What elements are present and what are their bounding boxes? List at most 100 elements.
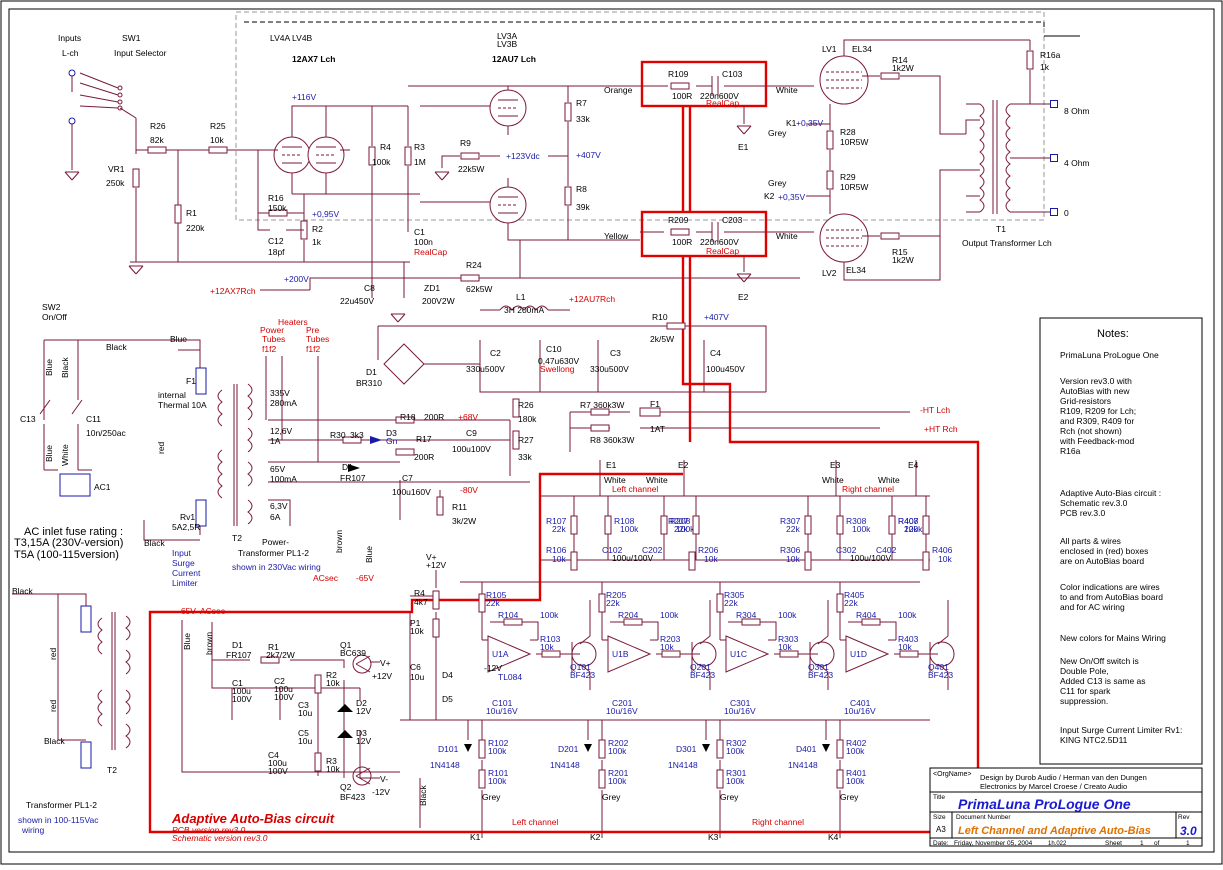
bias-rfb-label: R204 (618, 610, 639, 620)
bias-upper-r-value: 100k (852, 524, 871, 534)
black-wire-label-5: Black (44, 736, 66, 746)
r16a-value: 1k (1040, 62, 1050, 72)
transistor-outline (809, 641, 835, 667)
reg-c2-label: C2 (274, 676, 285, 686)
transistor-value: BF423 (690, 670, 715, 680)
tb-title: PrimaLuna ProLogue One (958, 796, 1131, 812)
resistor (836, 515, 844, 535)
r17-value: 200R (414, 452, 434, 462)
c302-value: 100u/100V (850, 553, 891, 563)
input-surge-label-1: Input (172, 548, 192, 558)
f1b-value-2: Thermal 10A (158, 400, 207, 410)
c4-value: 100u450V (706, 364, 745, 374)
v035-label-2: +0,35V (778, 192, 806, 202)
input-section (64, 69, 410, 275)
left-channel-label-top: Left channel (612, 484, 658, 494)
r10-value: 2k/5W (650, 334, 674, 344)
c103-realcap: RealCap (706, 98, 739, 108)
power-transformer (217, 356, 319, 526)
transistor-value: BF423 (808, 670, 833, 680)
bias-rout-label: R403 (898, 634, 919, 644)
r26-value: 82k (150, 135, 164, 145)
c7-label: C7 (402, 473, 413, 483)
rv1-label: Rv1 (180, 512, 195, 522)
r30-label: R30 (330, 430, 346, 440)
v200-label: +200V (284, 274, 309, 284)
resistor (861, 618, 881, 626)
bias-rb-label: R301 (726, 768, 747, 778)
output-4ohm: 4 Ohm (1064, 158, 1090, 168)
resistor (899, 650, 919, 658)
r3-label: R3 (414, 142, 425, 152)
r1-label: R1 (186, 208, 197, 218)
c402-label: C402 (876, 545, 897, 555)
reg-c2-value: 100u (274, 684, 293, 694)
reg-d2-value: 12V (356, 706, 371, 716)
r109-value: 100R (672, 91, 692, 101)
bias-rtop-label: R405 (844, 590, 865, 600)
tb-title-label: Title (933, 794, 945, 801)
sec4-current: 6A (270, 512, 281, 522)
notes-line: New On/Off switch is (1060, 656, 1139, 666)
r2-label: R2 (312, 224, 323, 234)
white-wire-label-2: White (776, 231, 798, 241)
c10-label: C10 (546, 344, 562, 354)
resistor (598, 769, 606, 789)
bias-upper-r-label: R408 (898, 516, 919, 526)
transistor-label: Q101 (570, 662, 591, 672)
transistor-value: BF423 (570, 670, 595, 680)
reg-c1-value: 100u (232, 686, 251, 696)
c103-label: C103 (722, 69, 743, 79)
notes-line: Schematic rev.3.0 (1060, 498, 1128, 508)
bias-upper-r-label: R307 (780, 516, 801, 526)
d1-bridge-label: D1 (366, 367, 377, 377)
output-transformer (965, 100, 1058, 216)
opamp-symbol (487, 635, 532, 673)
notes-line: AutoBias with new (1060, 386, 1130, 396)
sec3-current: 100mA (270, 474, 297, 484)
d1b-value: FR107 (340, 473, 366, 483)
opamp-symbol (845, 635, 890, 673)
tb-size: A3 (936, 825, 946, 834)
notes-line: KING NTC2.5D11 (1060, 735, 1128, 745)
tube-12ax7-label: 12AX7 Lch (292, 54, 335, 64)
c302-label: C302 (836, 545, 857, 555)
v123-label: +123Vdc (506, 151, 541, 161)
lch-label: L-ch (62, 48, 79, 58)
bias-channel-wire (467, 600, 591, 838)
ac1-label: AC1 (94, 482, 111, 492)
notes-line: Color indications are wires (1060, 582, 1160, 592)
opamp-symbol (725, 635, 770, 673)
bias-rtop-value: 22k (606, 598, 620, 608)
notes-line: Double Pole, (1060, 666, 1109, 676)
black-wire-label-1: Black (106, 342, 128, 352)
zd1-value: 200V2W (422, 296, 455, 306)
sec1-current: 280mA (270, 398, 297, 408)
sec1-voltage: 335V (270, 388, 290, 398)
c3-label: C3 (610, 348, 621, 358)
r15-value: 1k2W (892, 255, 914, 265)
white-wire-e3: White (822, 475, 844, 485)
resistor (804, 551, 812, 571)
bias-rb-value: 100k (488, 776, 507, 786)
tube-12au7 (408, 85, 668, 241)
blue-wire-label-2: Blue (170, 334, 187, 344)
bias-upper-r-value: 100k (676, 524, 695, 534)
resistor (716, 769, 724, 789)
red-wire-label-3: red (48, 699, 58, 712)
r30-value: 3k3 (350, 430, 364, 440)
reg-r1-label: R1 (268, 642, 279, 652)
bias-lower-r-value: 10k (938, 554, 952, 564)
tb-design-2: Electronics by Marcel Croese / Creato Au… (980, 782, 1127, 791)
reg-c5-label: C5 (298, 728, 309, 738)
black-wire-label-4: Black (12, 586, 34, 596)
blue-wire-label-5: Blue (182, 633, 192, 650)
cathode-k-label: K4 (828, 832, 839, 842)
c3-value: 330u500V (590, 364, 629, 374)
output-0: 0 (1064, 208, 1069, 218)
v12au7-label: +12AU7Rch (569, 294, 615, 304)
bias-ra-value: 100k (608, 746, 627, 756)
transformer-pl-label: Transformer PL1-2 (26, 800, 97, 810)
